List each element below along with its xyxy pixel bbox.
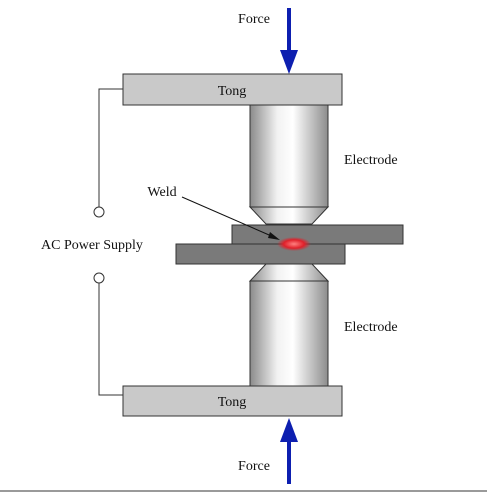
bottom-force-arrow: [280, 418, 298, 484]
weld-nugget: [277, 237, 311, 251]
top-force-label: Force: [238, 12, 270, 27]
bottom-terminal: [93, 272, 105, 284]
bottom-force-label: Force: [238, 459, 270, 474]
lower-plate: [175, 243, 346, 265]
top-electrode: [248, 104, 330, 225]
weld-pointer-arrow: [181, 196, 280, 240]
bottom-electrode: [248, 263, 330, 387]
weld-label: Weld: [147, 185, 176, 200]
power-supply-label: AC Power Supply: [41, 238, 143, 253]
top-terminal: [93, 206, 105, 218]
top-force-arrow: [280, 8, 298, 74]
top-tong: [122, 73, 343, 106]
top-electrode-label: Electrode: [344, 153, 398, 168]
power-supply-wiring: [98, 88, 123, 396]
bottom-tong-label: Tong: [218, 395, 247, 410]
bottom-electrode-label: Electrode: [344, 320, 398, 335]
top-tong-label: Tong: [218, 84, 247, 99]
bottom-tong: [122, 385, 343, 417]
upper-plate: [231, 224, 404, 245]
